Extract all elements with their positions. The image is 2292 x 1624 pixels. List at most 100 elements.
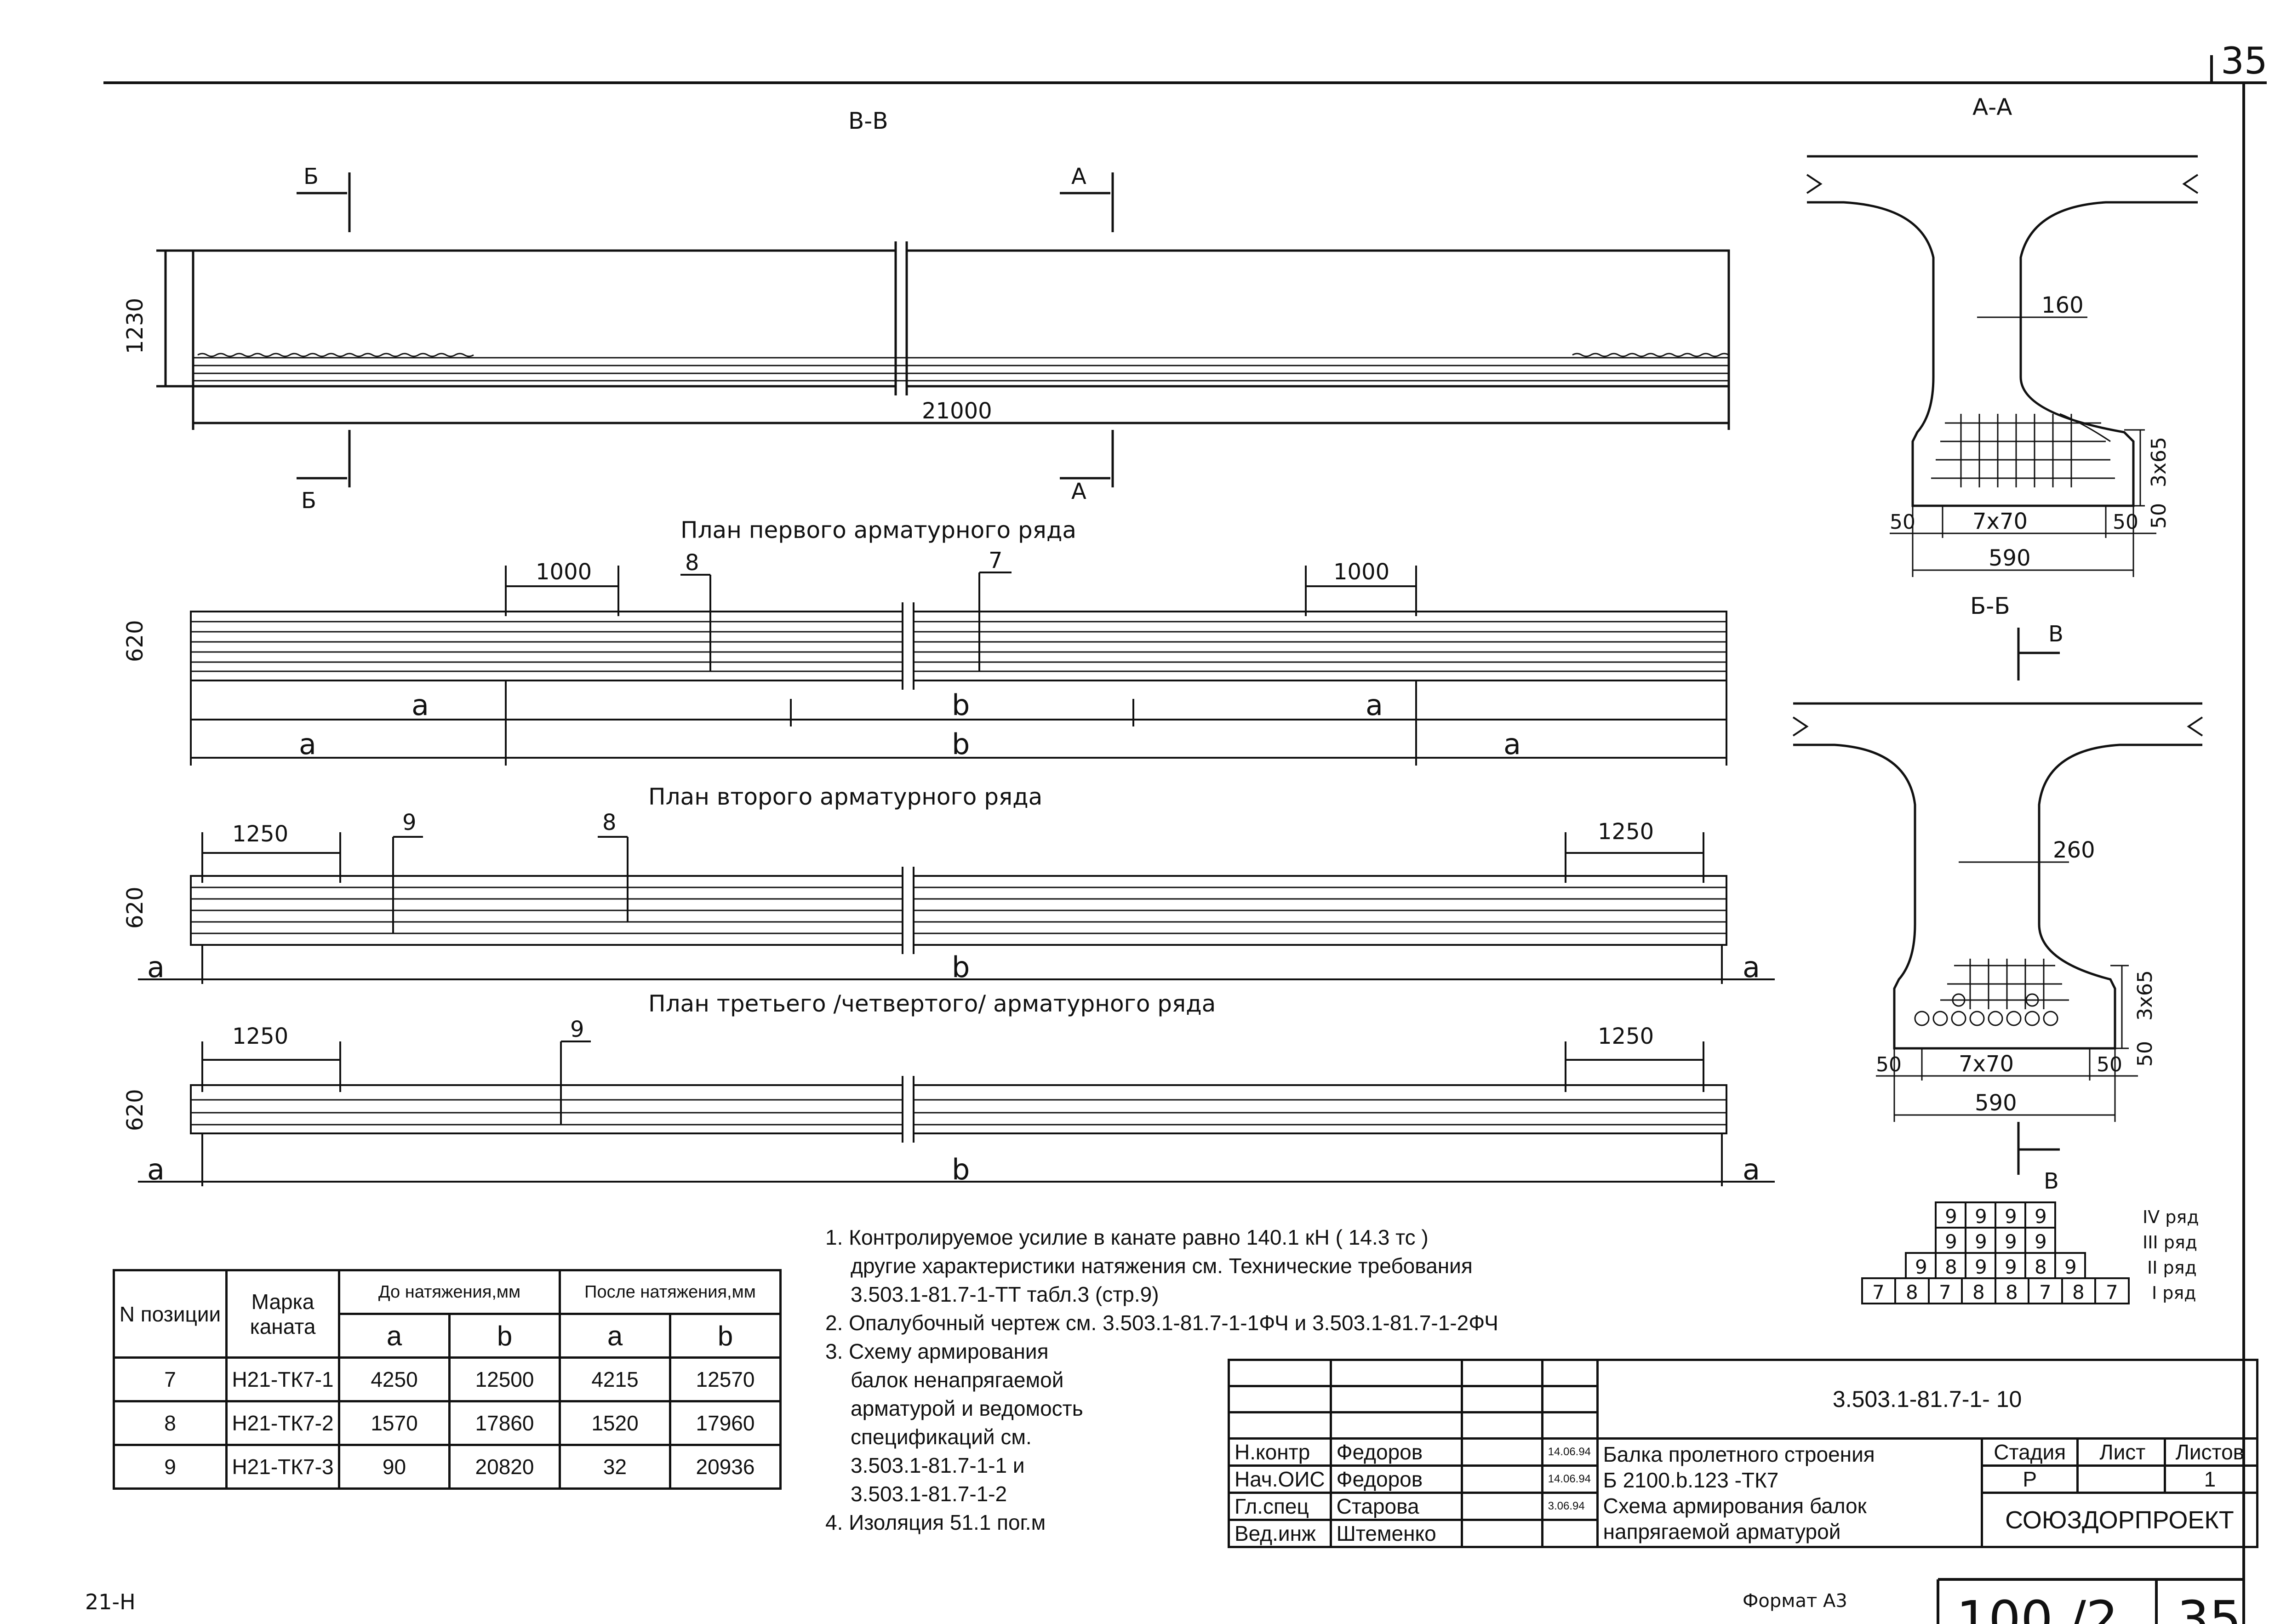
cell: 12570 (669, 1356, 782, 1402)
legend-cell: 9 (2005, 1230, 2017, 1253)
dim-1230: 1230 (122, 298, 148, 354)
role-cell: Гл.спец (1228, 1492, 1332, 1521)
cell: 7 (113, 1356, 228, 1402)
cut-v-top: В (2048, 621, 2063, 647)
drawing-title: Балка пролетного строения Б 2100.b.123 -… (1596, 1437, 1983, 1548)
date-cell (1541, 1519, 1599, 1548)
cut-b-top: Б (303, 164, 319, 189)
plan-first-drawing (190, 566, 1727, 766)
legend-row-label: II ряд (2147, 1258, 2197, 1278)
cell: 8 (113, 1400, 228, 1446)
name-cell: Старова (1329, 1492, 1463, 1521)
sheet-value (2081, 1467, 2166, 1492)
legend-row-label: III ряд (2143, 1232, 2197, 1252)
cell: 12500 (448, 1356, 561, 1402)
sheets-header: Листов (2175, 1440, 2245, 1464)
cell: 1570 (338, 1400, 451, 1446)
date-cell: 14.06.94 (1541, 1464, 1599, 1494)
plan2-mark-9: 9 (402, 810, 417, 835)
col-header-mark: Марка каната (225, 1269, 340, 1359)
plan3-dim-620: 620 (122, 1089, 148, 1131)
section-bb-drawing (1792, 628, 2203, 1175)
format-label: Формат А3 (1743, 1590, 1847, 1612)
aa-tendon-grid (1931, 414, 2115, 487)
legend-cell: 9 (1975, 1256, 1987, 1278)
sheet-values: 1 (2076, 1464, 2258, 1494)
note-line: 3. Схему армирования (825, 1339, 1049, 1363)
plan3-dim-1250-right: 1250 (1598, 1024, 1654, 1049)
aa-dim-590: 590 (1989, 545, 2031, 571)
cell: Н21-ТК7-3 (225, 1444, 340, 1490)
bb-dim-50v: 50 (2133, 1041, 2157, 1067)
table-row: 8 Н21-ТК7-2 1570 17860 1520 17960 (113, 1400, 782, 1446)
cell: 32 (559, 1444, 671, 1490)
cell: 90 (338, 1444, 451, 1490)
cut-b-bottom: Б (301, 488, 316, 514)
legend-cell: 7 (1939, 1281, 1951, 1304)
sheet-headers: Лист Листов (2076, 1437, 2258, 1467)
cell: 4250 (338, 1356, 451, 1402)
corner-code: 21-Н (85, 1590, 136, 1614)
legend-cell: 9 (1915, 1256, 1927, 1278)
legend-cell: 8 (2072, 1281, 2085, 1304)
cell: 20820 (448, 1444, 561, 1490)
plan2-mark-8: 8 (602, 810, 617, 835)
plan1-mark-7: 7 (989, 548, 1003, 573)
plan2-dim-1250-left: 1250 (232, 821, 288, 847)
plan-second-drawing (138, 832, 1775, 984)
sheet-header: Лист (2081, 1440, 2166, 1464)
note-line: спецификаций см. (851, 1425, 1032, 1449)
note-line: 3.503.1-81.7-1-1 и (851, 1453, 1025, 1477)
date-cell: 3.06.94 (1541, 1492, 1599, 1521)
plan2-dim-a-left: a (147, 950, 165, 984)
bottom-code: 100 /2 (1956, 1590, 2118, 1624)
plan-third-title: План третьего /четвертого/ арматурного р… (648, 990, 1216, 1017)
role-cell: Нач.ОИС (1228, 1464, 1332, 1494)
subheader-a: a (559, 1313, 671, 1359)
aa-dim-7x70: 7x70 (1972, 509, 2028, 534)
aa-dim-50-right: 50 (2113, 510, 2138, 534)
col-header-after: После натяжения,мм (559, 1269, 782, 1315)
legend-cell: 8 (1972, 1281, 1985, 1304)
plan1-dim-a2: a (1366, 688, 1383, 722)
tension-table: N позиции Марка каната До натяжения,мм П… (113, 1269, 782, 1490)
bb-dim-3x65: 3x65 (2133, 970, 2157, 1021)
plan1-dim-620: 620 (122, 620, 148, 662)
plan3-dim-a-right: a (1743, 1153, 1760, 1186)
plan1-dim-b1: b (952, 688, 970, 722)
legend-cell: 9 (2005, 1205, 2017, 1228)
aa-dim-160: 160 (2041, 292, 2084, 318)
cell: Н21-ТК7-1 (225, 1356, 340, 1402)
section-aa-drawing (1806, 155, 2199, 577)
cell: 4215 (559, 1356, 671, 1402)
role-cell: Н.контр (1228, 1437, 1332, 1467)
note-line: 2. Опалубочный чертеж см. 3.503.1-81.7-1… (825, 1311, 1498, 1335)
elevation-beam (156, 172, 1730, 487)
legend-row-label: I ряд (2152, 1283, 2196, 1303)
legend-cell: 7 (1872, 1281, 1885, 1304)
cell: 17960 (669, 1400, 782, 1446)
organization: СОЮЗДОРПРОЕКТ (1981, 1492, 2258, 1548)
date-cell: 14.06.94 (1541, 1437, 1599, 1467)
title-line: Б 2100.b.123 -ТК7 (1603, 1468, 1779, 1492)
plan-first-title: План первого арматурного ряда (680, 517, 1076, 543)
note-line: 3.503.1-81.7-1-ТТ табл.3 (стр.9) (851, 1282, 1159, 1306)
rows-legend (1861, 1201, 2130, 1304)
plan3-dim-a-left: a (147, 1153, 165, 1186)
cell: 17860 (448, 1400, 561, 1446)
plan2-dim-a-right: a (1743, 950, 1760, 984)
plan1-dim-a1: a (412, 688, 429, 722)
note-line: 1. Контролируемое усилие в канате равно … (825, 1225, 1429, 1249)
subheader-b: b (448, 1313, 561, 1359)
bb-tendon-grid (1940, 959, 2069, 1009)
cell: 9 (113, 1444, 228, 1490)
plan3-dim-b: b (952, 1153, 970, 1186)
name-cell: Федоров (1329, 1464, 1463, 1494)
legend-cell: 9 (1945, 1205, 1957, 1228)
plan-third-drawing (138, 1041, 1775, 1186)
note-line: 4. Изоляция 51.1 пог.м (825, 1510, 1046, 1534)
bb-tendon-circles (1914, 993, 2058, 1026)
stage-header: Стадия (1981, 1437, 2079, 1467)
legend-cell: 8 (2035, 1256, 2047, 1278)
